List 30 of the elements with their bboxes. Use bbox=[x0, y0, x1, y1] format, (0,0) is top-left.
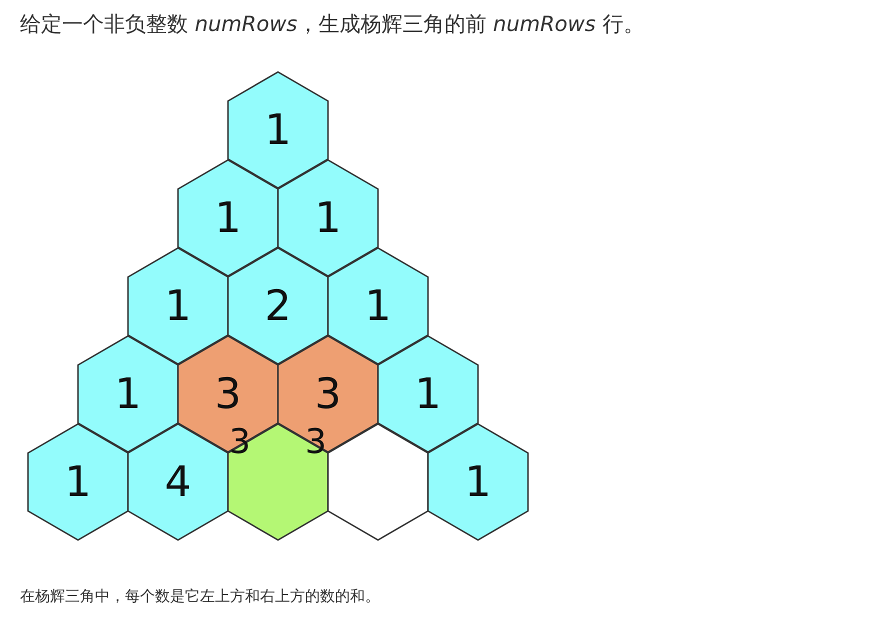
cell-number: 3 bbox=[214, 373, 242, 415]
cell-number: 1 bbox=[414, 373, 442, 415]
hexagon-cell bbox=[227, 71, 329, 189]
cell-number: 1 bbox=[364, 285, 392, 327]
hexagon-cell bbox=[177, 335, 279, 453]
hexagon-cell bbox=[77, 335, 179, 453]
cell-number: 1 bbox=[164, 285, 192, 327]
hexagon-cell bbox=[277, 335, 379, 453]
hexagon-cell bbox=[127, 247, 229, 365]
caption-text: 在杨辉三角中，每个数是它左上方和右上方的数的和。 bbox=[20, 587, 380, 606]
hexagon-cell bbox=[377, 335, 479, 453]
hexagon-cell bbox=[427, 423, 529, 541]
cell-number: 1 bbox=[114, 373, 142, 415]
hexagon-cell bbox=[177, 159, 279, 277]
cell-number: 2 bbox=[264, 285, 292, 327]
cell-number: 1 bbox=[264, 109, 292, 151]
question-text: 给定一个非负整数 numRows，生成杨辉三角的前 numRows 行。 bbox=[20, 11, 644, 38]
cell-number: 1 bbox=[314, 197, 342, 239]
hexagon-cell bbox=[327, 247, 429, 365]
hexagon-cell bbox=[227, 247, 329, 365]
hexagon-cell bbox=[277, 159, 379, 277]
cell-number: 1 bbox=[464, 461, 492, 503]
cell-number: 4 bbox=[164, 461, 192, 503]
hexagon-cell bbox=[127, 423, 229, 541]
cell-number: 1 bbox=[64, 461, 92, 503]
cell-number: 1 bbox=[214, 197, 242, 239]
hexagon-cell bbox=[27, 423, 129, 541]
hexagon-cell bbox=[227, 423, 329, 541]
cell-number: 3 bbox=[314, 373, 342, 415]
hexagon-cell bbox=[327, 423, 429, 541]
